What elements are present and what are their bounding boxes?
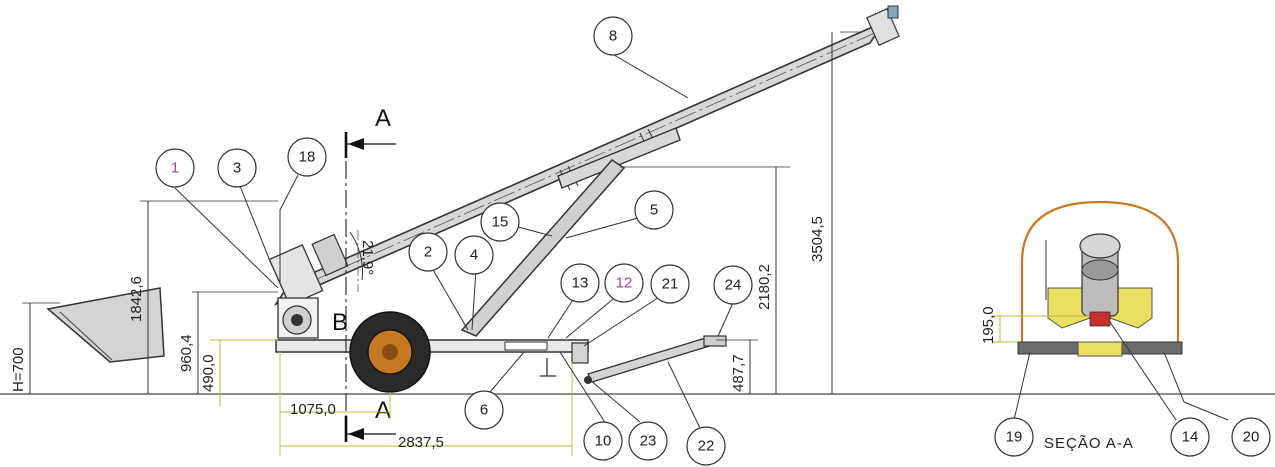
frame-end-bracket (571, 342, 589, 364)
svg-text:19: 19 (1006, 429, 1023, 446)
section-leader-lines (1013, 321, 1229, 421)
balloon-10: 10 (583, 421, 623, 461)
motor-housing (268, 243, 324, 307)
svg-text:20: 20 (1243, 429, 1260, 446)
detail-mark-b: B (332, 309, 348, 336)
svg-text:22: 22 (698, 438, 715, 455)
section-caption: SEÇÃO A-A (1044, 435, 1134, 452)
balloon-6: 6 (464, 390, 504, 430)
svg-text:15: 15 (492, 214, 509, 231)
svg-text:13: 13 (572, 275, 589, 292)
dim-490-label: 490,0 (200, 354, 217, 392)
svg-text:10: 10 (595, 433, 612, 450)
drawbar (587, 335, 717, 383)
balloon-14: 14 (1170, 417, 1210, 457)
drawbar-hitch (703, 335, 727, 347)
svg-text:18: 18 (299, 149, 316, 166)
balloon-18: 18 (287, 137, 327, 177)
svg-text:12: 12 (616, 275, 633, 292)
pulley-hub (291, 314, 303, 326)
balloon-12: 12 (604, 263, 644, 303)
dim-1075-label: 1075,0 (290, 401, 336, 418)
balloon-23: 23 (628, 421, 668, 461)
balloon-4: 4 (454, 235, 494, 275)
dim-195-label: 195,0 (980, 306, 997, 344)
support-strut (460, 159, 626, 337)
balloon-22: 22 (686, 426, 726, 466)
dim-2837-label: 2837,5 (398, 434, 444, 451)
svg-text:23: 23 (640, 433, 657, 450)
svg-text:6: 6 (480, 402, 488, 419)
svg-text:14: 14 (1182, 429, 1199, 446)
spout-tip (887, 5, 899, 19)
svg-text:2: 2 (424, 244, 432, 261)
svg-text:3: 3 (233, 160, 241, 177)
section-arrowhead-top (348, 138, 364, 150)
section-tube-mid (1081, 259, 1119, 281)
leader-lines (174, 54, 734, 429)
svg-text:24: 24 (725, 277, 742, 294)
motor-cap (311, 233, 349, 277)
dim-487-label: 487,7 (730, 354, 747, 392)
yellow-plate-left (1047, 287, 1091, 329)
svg-text:5: 5 (650, 202, 658, 219)
tube-centerline (282, 31, 878, 295)
tube-saddle (557, 127, 681, 189)
balloon-19: 19 (994, 417, 1034, 457)
hitch-pin (584, 376, 592, 384)
balloon-24: 24 (713, 265, 753, 305)
hopper-edge (59, 311, 113, 361)
balloon-15: 15 (480, 202, 520, 242)
balloon-13: 13 (560, 263, 600, 303)
svg-text:21: 21 (662, 276, 679, 293)
section-mark-top: A (375, 105, 391, 132)
section-tube-top (1079, 233, 1121, 259)
section-mark-bottom: A (375, 397, 391, 424)
dim-2180-label: 2180,2 (756, 264, 773, 310)
dim-960-label: 960,4 (178, 334, 195, 372)
balloon-5: 5 (634, 190, 674, 230)
angle-arc (349, 231, 363, 281)
section-yellow-base (1077, 341, 1123, 357)
guard-arch (1020, 200, 1180, 344)
dim-h700-label: H=700 (10, 347, 27, 392)
dim-1842-label: 1842,6 (128, 276, 145, 322)
section-red-part (1089, 311, 1111, 327)
balloon-20: 20 (1231, 417, 1271, 457)
wheel-hub (382, 344, 398, 360)
hopper (46, 287, 165, 363)
angle-label: 21,9° (359, 240, 376, 275)
frame-member (504, 341, 548, 351)
section-arrowhead-bottom (348, 428, 364, 440)
balloon-8: 8 (593, 16, 633, 56)
balloon-2: 2 (408, 232, 448, 272)
svg-text:8: 8 (609, 28, 617, 45)
balloon-3: 3 (217, 148, 257, 188)
svg-text:1: 1 (171, 160, 179, 177)
svg-text:4: 4 (470, 247, 478, 264)
balloon-21: 21 (650, 264, 690, 304)
balloon-1: 1 (155, 148, 195, 188)
auger-spout (866, 8, 900, 46)
dim-3504-label: 3504,5 (809, 216, 826, 262)
